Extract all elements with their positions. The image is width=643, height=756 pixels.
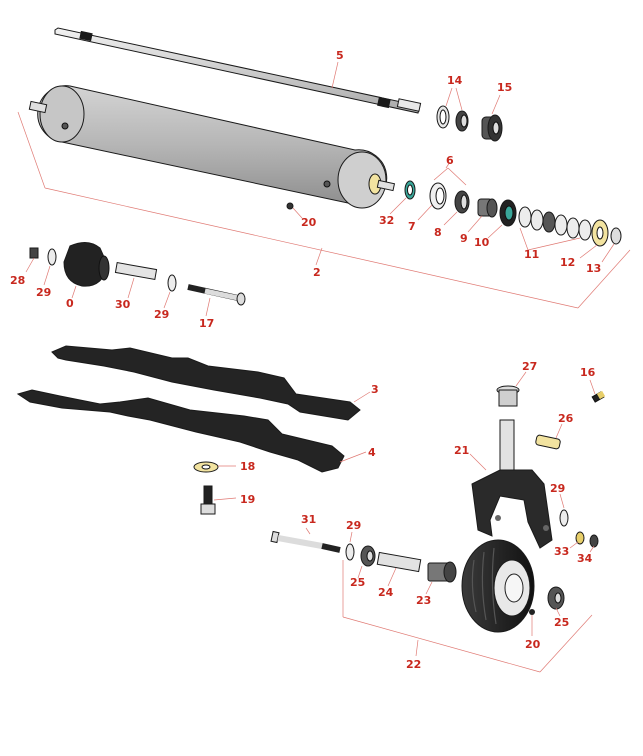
bolt-icon[interactable] bbox=[200, 485, 237, 515]
callout-34: 34 bbox=[577, 552, 593, 565]
bearing-row[interactable] bbox=[315, 161, 622, 266]
blade-icon[interactable] bbox=[16, 345, 371, 473]
caster-fork-icon[interactable] bbox=[469, 419, 553, 549]
callout-24: 24 bbox=[378, 586, 394, 599]
callout-25b: 25 bbox=[554, 616, 569, 629]
callout-28: 28 bbox=[10, 274, 25, 287]
callout-33: 33 bbox=[554, 545, 569, 558]
callout-11: 11 bbox=[524, 248, 539, 261]
callout-9: 9 bbox=[460, 232, 468, 245]
shaft-icon[interactable] bbox=[54, 27, 422, 114]
assembly-outline-caster bbox=[342, 560, 593, 673]
nut-icon[interactable] bbox=[286, 202, 303, 219]
callout-0: 0 bbox=[66, 297, 74, 310]
callout-13: 13 bbox=[586, 262, 601, 275]
callout-20a: 20 bbox=[301, 216, 317, 229]
callout-30: 30 bbox=[115, 298, 131, 311]
callout-31: 31 bbox=[301, 513, 316, 526]
callout-20b: 20 bbox=[525, 638, 541, 651]
callout-19: 19 bbox=[240, 493, 255, 506]
callout-4: 4 bbox=[368, 446, 376, 459]
callout-29d: 29 bbox=[346, 519, 361, 532]
bearing-icon[interactable] bbox=[436, 87, 469, 132]
callout-29a: 29 bbox=[36, 286, 51, 299]
callout-27: 27 bbox=[522, 360, 537, 373]
callout-29b: 29 bbox=[154, 308, 169, 321]
callout-6: 6 bbox=[446, 154, 454, 167]
spacer-icon[interactable] bbox=[481, 94, 503, 142]
callout-17: 17 bbox=[199, 317, 214, 330]
callout-15: 15 bbox=[497, 81, 512, 94]
assembly-outline-roller bbox=[17, 111, 631, 309]
callout-10: 10 bbox=[474, 236, 490, 249]
callout-32: 32 bbox=[379, 214, 394, 227]
caster-wheel-icon[interactable] bbox=[461, 539, 565, 636]
callout-22: 22 bbox=[406, 658, 421, 671]
callout-8: 8 bbox=[434, 226, 442, 239]
fork-spacers[interactable] bbox=[559, 493, 599, 553]
callout-26: 26 bbox=[558, 412, 574, 425]
callout-25a: 25 bbox=[350, 576, 365, 589]
front-roller-parts[interactable] bbox=[25, 242, 246, 317]
caster-hardware[interactable] bbox=[496, 371, 606, 450]
callout-5: 5 bbox=[336, 49, 344, 62]
callout-14: 14 bbox=[447, 74, 463, 87]
leader-22 bbox=[415, 639, 419, 657]
callout-23: 23 bbox=[416, 594, 431, 607]
callout-12: 12 bbox=[560, 256, 575, 269]
callout-16: 16 bbox=[580, 366, 596, 379]
callout-2: 2 bbox=[313, 266, 321, 279]
callout-7: 7 bbox=[408, 220, 416, 233]
callout-labels: 5 14 15 6 20 32 7 8 9 10 11 12 13 2 28 2… bbox=[10, 49, 601, 671]
callout-21: 21 bbox=[454, 444, 469, 457]
callout-3: 3 bbox=[371, 383, 379, 396]
callout-18: 18 bbox=[240, 460, 255, 473]
axle-parts[interactable] bbox=[270, 527, 457, 595]
roller-icon[interactable] bbox=[28, 85, 396, 209]
washer-icon[interactable] bbox=[193, 461, 236, 473]
callout-29c: 29 bbox=[550, 482, 565, 495]
